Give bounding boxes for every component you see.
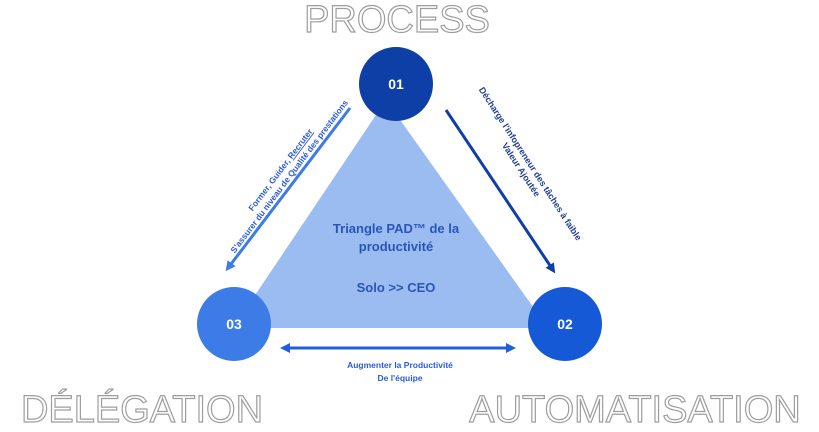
- center-subtitle: Solo >> CEO: [357, 280, 436, 295]
- bottom-arrow-label-line2: De l'équipe: [377, 373, 422, 383]
- node-03: 03: [197, 287, 271, 361]
- center-title-line1: Triangle PAD™ de la: [333, 221, 460, 236]
- right-arrow-label-line1: Décharge l'infopreneur des tâches à faib…: [477, 85, 584, 242]
- bottom-arrow-label-line1: Augmenter la Productivité: [347, 360, 453, 370]
- node-01: 01: [359, 47, 433, 121]
- node-01-label: 01: [388, 76, 404, 92]
- node-02: 02: [528, 287, 602, 361]
- title-process: PROCESS: [304, 0, 490, 41]
- productivity-triangle: [233, 100, 548, 328]
- title-delegation: DÉLÉGATION: [21, 388, 263, 431]
- right-arrow: [444, 109, 556, 274]
- left-arrow: [225, 107, 352, 272]
- node-03-label: 03: [226, 316, 242, 332]
- node-02-label: 02: [557, 316, 573, 332]
- title-automatisation: AUTOMATISATION: [469, 389, 800, 431]
- center-title-line2: productivité: [359, 239, 433, 254]
